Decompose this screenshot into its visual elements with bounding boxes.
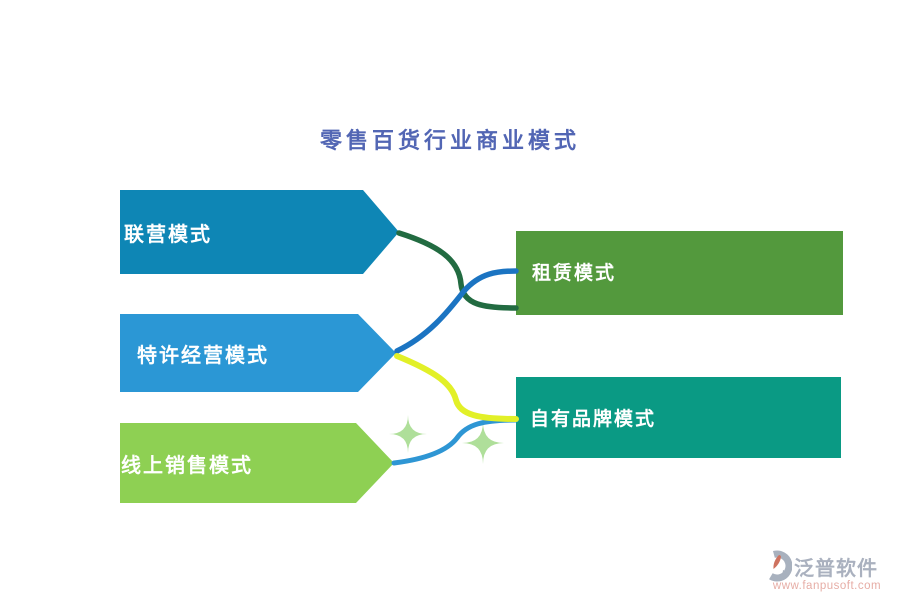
watermark: 泛普软件 www.fanpusoft.com [762,550,892,592]
connector-franchise-to-lease [394,268,519,354]
fanpu-logo-icon [762,550,792,582]
connector-online-to-private-brand [391,417,519,466]
watermark-brand: 泛普软件 [794,557,878,580]
connector-franchise-to-private-brand [394,353,519,422]
node-shape-joint-operation [120,190,399,274]
node-shape-private-brand [516,377,841,458]
diagram-title: 零售百货行业商业模式 [319,128,580,153]
watermark-url: www.fanpusoft.com [772,580,882,592]
node-shape-online-sales [120,423,394,503]
node-shape-franchise [120,314,396,392]
node-shape-lease [516,231,843,315]
connector-joint-to-lease [396,230,519,311]
sparkle-star-icon [389,415,427,453]
sparkle-star-icon [462,422,504,464]
